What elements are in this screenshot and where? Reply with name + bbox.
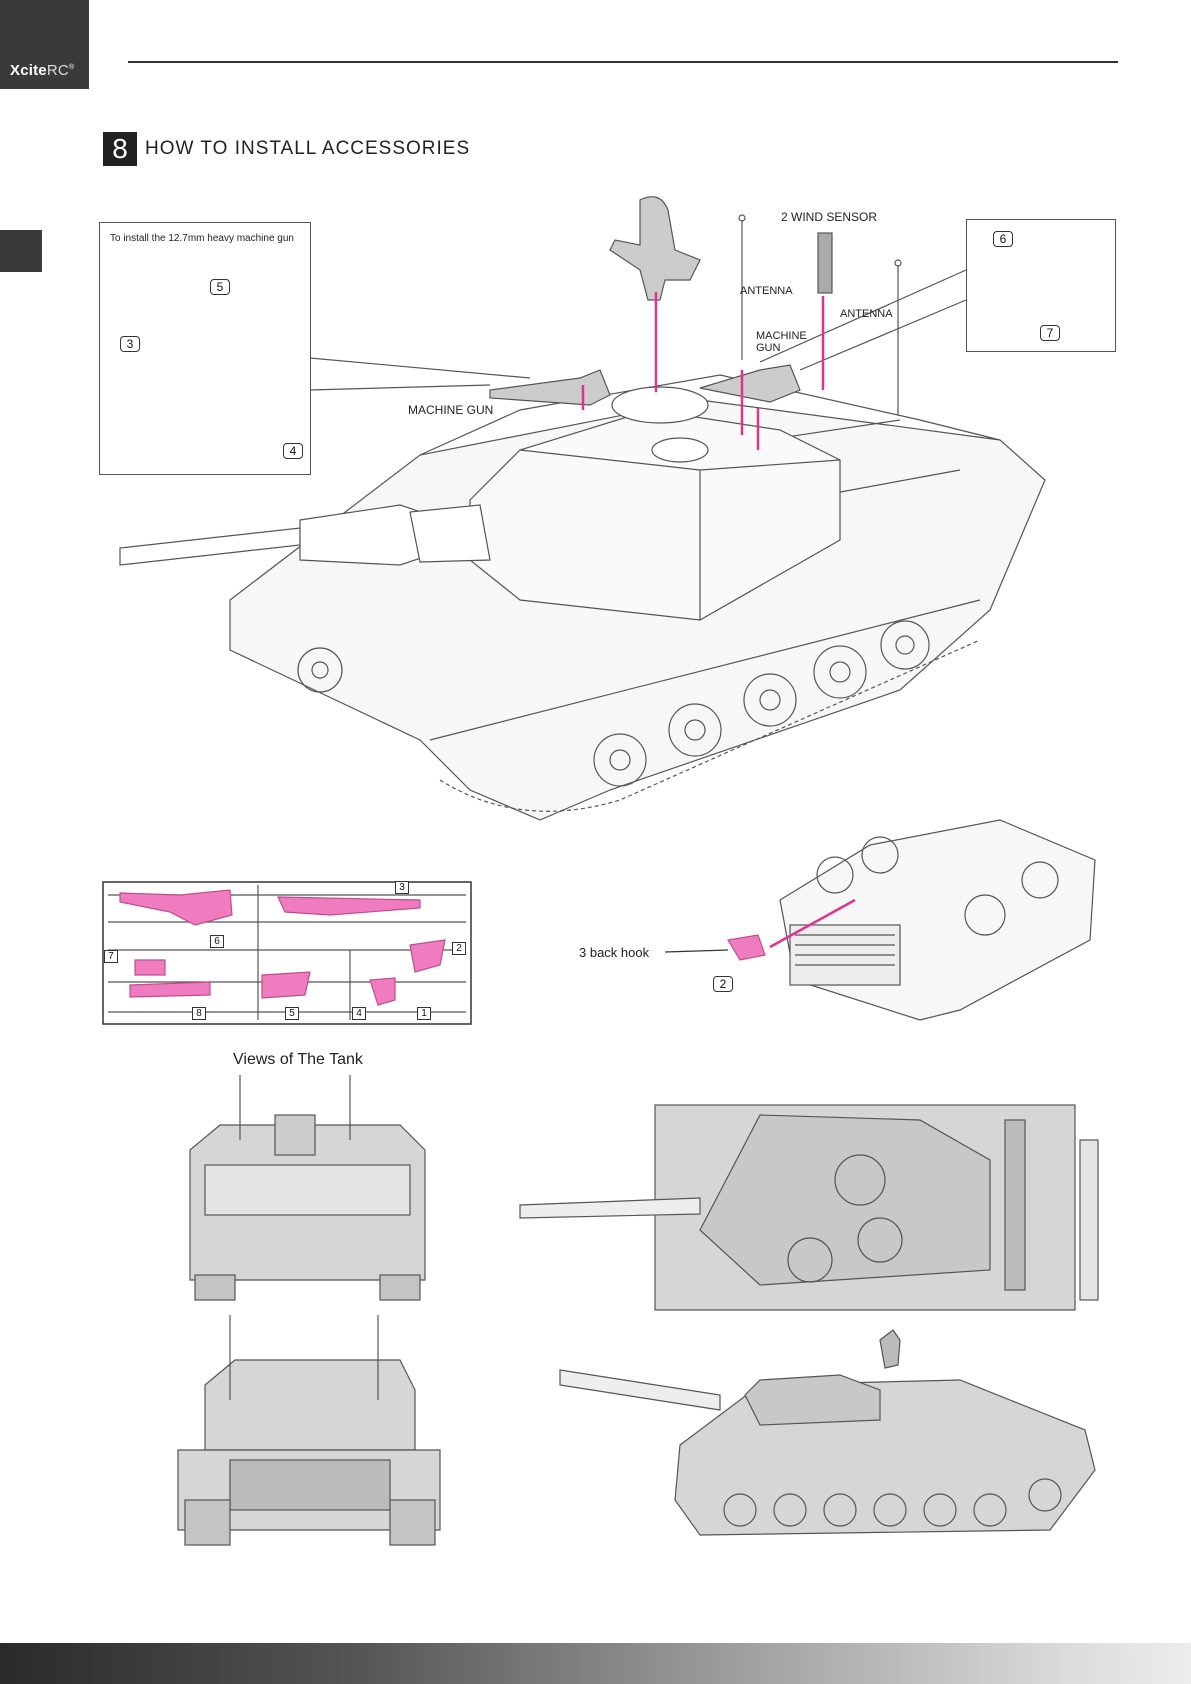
label-machine-gun-left: MACHINE GUN	[408, 403, 494, 417]
sprue-frame	[102, 881, 472, 1025]
header-rule	[128, 61, 1118, 63]
callout-2-back-hook: 2	[713, 976, 733, 992]
sprue-number-7: 7	[104, 950, 118, 963]
label-machine-gun-upper: MACHINE GUN	[756, 330, 807, 354]
label-antenna-right: ANTENNA	[840, 308, 893, 320]
tank-view-top	[519, 1104, 1099, 1311]
footer-gradient-bar	[0, 1643, 1191, 1684]
rear-hull-drawing	[664, 819, 1096, 1021]
sprue-number-3: 3	[395, 881, 409, 894]
section-title: HOW TO INSTALL ACCESSORIES	[145, 138, 471, 159]
sprue-number-4: 4	[352, 1007, 366, 1020]
sprue-number-2: 2	[452, 942, 466, 955]
label-back-hook: 3 back hook	[579, 945, 650, 960]
tank-view-front	[189, 1075, 426, 1301]
section-number: 8	[103, 132, 137, 166]
sprue-number-1: 1	[417, 1007, 431, 1020]
callout-4: 4	[283, 443, 303, 459]
tank-view-side	[559, 1329, 1096, 1536]
sprue-number-6: 6	[210, 935, 224, 948]
inset-title: To install the 12.7mm heavy machine gun	[110, 233, 294, 244]
section-heading: 8 HOW TO INSTALL ACCESSORIES	[103, 132, 470, 166]
callout-5: 5	[210, 279, 230, 295]
callout-7: 7	[1040, 325, 1060, 341]
callout-3: 3	[120, 336, 140, 352]
sprue-number-5: 5	[285, 1007, 299, 1020]
tank-view-rear	[177, 1315, 441, 1546]
label-antenna-left: ANTENNA	[740, 285, 793, 297]
callout-6: 6	[993, 231, 1013, 247]
side-tab	[0, 230, 42, 272]
brand-tab	[0, 0, 89, 89]
sprue-number-8: 8	[192, 1007, 206, 1020]
tank-main-drawing	[119, 196, 1046, 821]
views-title: Views of The Tank	[233, 1051, 363, 1068]
brand-logo: XciteRC®	[10, 62, 75, 79]
label-wind-sensor: 2 WIND SENSOR	[781, 210, 878, 224]
